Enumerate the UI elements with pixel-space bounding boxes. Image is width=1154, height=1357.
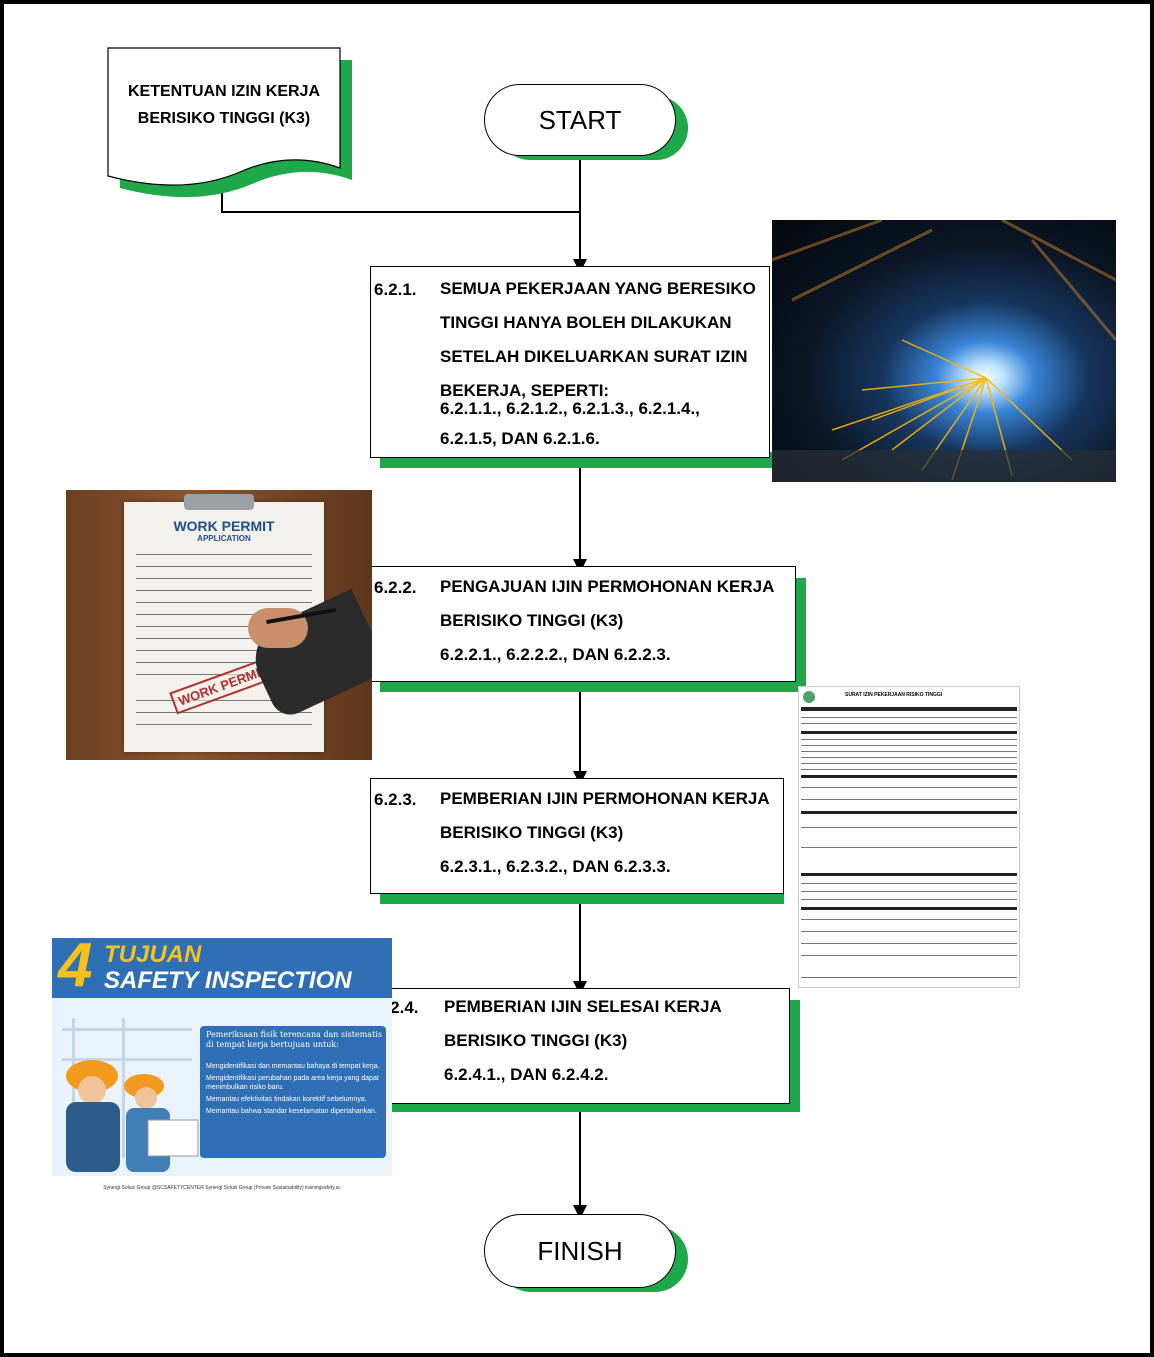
worker-illustration <box>62 1018 199 1172</box>
welding-sparks <box>772 220 1116 482</box>
safety-inspection-poster: 4 TUJUAN SAFETY INSPECTION Pemeriksaan f… <box>52 938 392 1200</box>
poster-footer: Synergi Solusi Group @SCSAFETYCENTER Syn… <box>52 1176 392 1200</box>
step2-number: 6.2.2. <box>374 578 417 597</box>
step1-line2: TINGGI HANYA BOLEH DILAKUKAN <box>440 313 732 332</box>
poster-bullet-4: Memantau bahwa standar keselamatan diper… <box>206 1108 377 1115</box>
step1-refs: 6.2.1.1., 6.2.1.2., 6.2.1.3., 6.2.1.4., … <box>440 394 700 454</box>
step3-line1: PEMBERIAN IJIN PERMOHONAN KERJA <box>440 789 770 808</box>
document-node-line2: BERISIKO TINGGI (K3) <box>137 110 311 127</box>
poster-header <box>52 938 392 998</box>
step1-box <box>370 266 770 458</box>
work-permit-photo: WORK PERMIT APPLICATION WORK PERMIT <box>66 490 372 760</box>
poster-intro: Pemeriksaan fisik terencana dan sistemat… <box>206 1030 382 1049</box>
step2-box <box>370 566 796 682</box>
poster-bullet-3: Memantau efektivitas tindakan korektif s… <box>206 1096 367 1103</box>
step2-line1: PENGAJUAN IJIN PERMOHONAN KERJA <box>440 577 775 596</box>
poster-bullets: Mengidentifikasi dan memantau bahaya di … <box>206 1062 384 1116</box>
document-node-line1: KETENTUAN IZIN KERJA <box>127 83 320 100</box>
step2-text: PENGAJUAN IJIN PERMOHONAN KERJA BERISIKO… <box>440 570 774 672</box>
permit-form-image: SURAT IZIN PEKERJAAN RISIKO TINGGI <box>798 686 1020 988</box>
finish-label: FINISH <box>537 1235 623 1266</box>
permit-title: WORK PERMIT <box>173 518 275 534</box>
step1-refs-line2: 6.2.1.5, DAN 6.2.1.6. <box>440 429 600 448</box>
step1-number: 6.2.1. <box>374 280 417 299</box>
clipboard-clip <box>184 494 254 510</box>
step3-number: 6.2.3. <box>374 790 417 809</box>
poster-bullet-1: Mengidentifikasi dan memantau bahaya di … <box>206 1063 380 1070</box>
poster-title2: SAFETY INSPECTION <box>104 967 352 994</box>
start-terminator: START <box>484 84 676 156</box>
step4-shadow-side <box>788 1000 800 1110</box>
step2-refs: 6.2.2.1., 6.2.2.2., DAN 6.2.2.3. <box>440 645 671 664</box>
document-node-label: KETENTUAN IZIN KERJA BERISIKO TINGGI (K3… <box>108 78 340 132</box>
poster-bullet-2: Mengidentifikasi perubahan pada area ker… <box>206 1075 379 1091</box>
step4-box <box>380 988 790 1104</box>
step3-refs: 6.2.3.1., 6.2.3.2., DAN 6.2.3.3. <box>440 857 671 876</box>
finish-terminator: FINISH <box>484 1214 676 1288</box>
step4-text: PEMBERIAN IJIN SELESAI KERJA BERISIKO TI… <box>444 990 722 1092</box>
step3-text: PEMBERIAN IJIN PERMOHONAN KERJA BERISIKO… <box>440 782 770 884</box>
step4-line2: BERISIKO TINGGI (K3) <box>444 1031 628 1050</box>
document-node <box>107 47 352 198</box>
form-title: SURAT IZIN PEKERJAAN RISIKO TINGGI <box>845 692 943 698</box>
poster-title1: TUJUAN <box>104 941 202 968</box>
poster-panel <box>200 1026 386 1158</box>
start-label: START <box>538 104 622 135</box>
step4-refs: 6.2.4.1., DAN 6.2.4.2. <box>444 1065 609 1084</box>
step3-line2: BERISIKO TINGGI (K3) <box>440 823 624 842</box>
step1-text: SEMUA PEKERJAAN YANG BERESIKO TINGGI HAN… <box>440 272 770 408</box>
step1-line3: SETELAH DIKELUARKAN SURAT IZIN <box>440 347 748 366</box>
welding-photo <box>772 220 1116 482</box>
poster-number: 4 <box>58 938 93 1000</box>
step2-shadow-side <box>794 578 806 682</box>
form-logo-icon <box>803 691 815 703</box>
permit-subtitle: APPLICATION <box>197 534 251 543</box>
step1-refs-line1: 6.2.1.1., 6.2.1.2., 6.2.1.3., 6.2.1.4., <box>440 399 700 418</box>
step1-line4: BEKERJA, SEPERTI: <box>440 381 610 400</box>
step1-line1: SEMUA PEKERJAAN YANG BERESIKO <box>440 279 756 298</box>
step2-line2: BERISIKO TINGGI (K3) <box>440 611 624 630</box>
step4-line1: PEMBERIAN IJIN SELESAI KERJA <box>444 997 722 1016</box>
step3-box <box>370 778 784 894</box>
